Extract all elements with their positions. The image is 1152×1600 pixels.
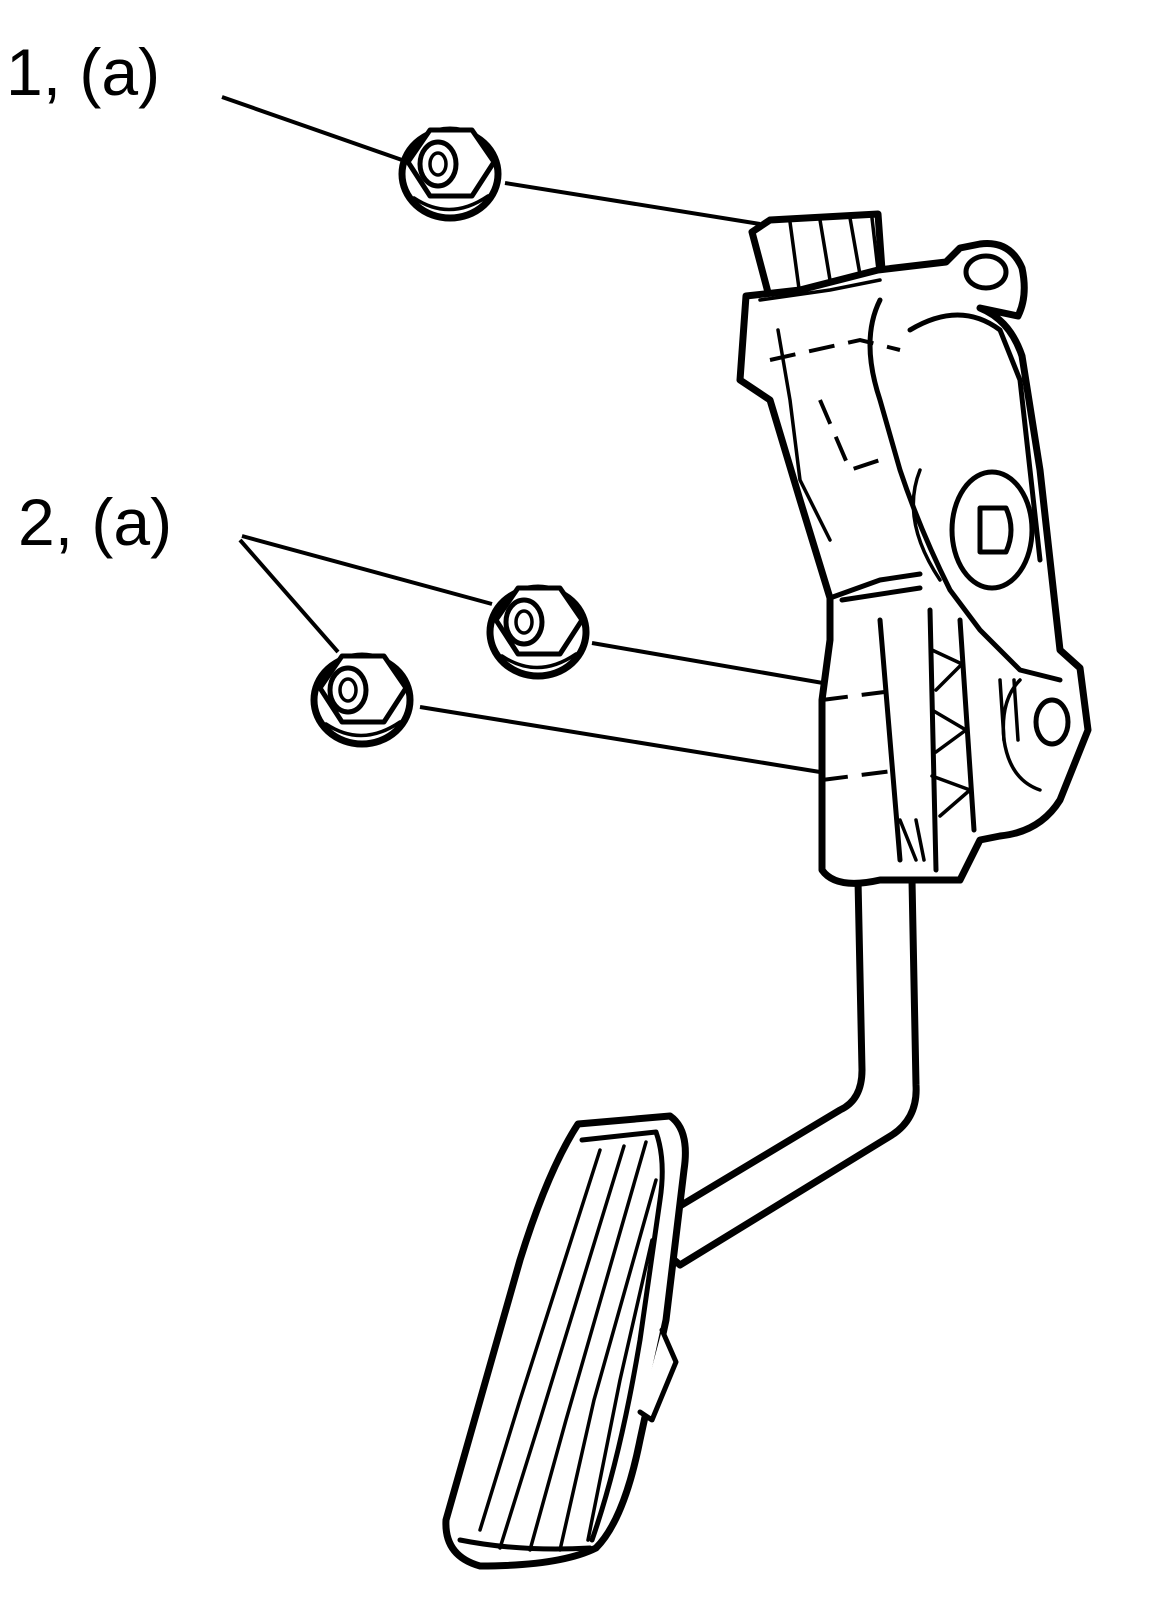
leader-1-to-nut [221, 95, 403, 162]
hex-flange-nut-icon [310, 652, 414, 748]
leader-nut1-to-bracket [504, 181, 761, 226]
callout-label-2: 2, (a) [18, 485, 172, 559]
leader-nut2b-to-bracket [419, 705, 821, 774]
hex-flange-nut-icon [398, 126, 502, 222]
accelerator-pedal-icon [442, 210, 1092, 1570]
callout-label-1: 1, (a) [6, 35, 160, 109]
hex-flange-nut-icon [486, 584, 590, 680]
leader-2-to-nut-a [241, 534, 493, 606]
leader-lines [221, 95, 1049, 774]
leader-2-to-nut-b [238, 538, 340, 654]
